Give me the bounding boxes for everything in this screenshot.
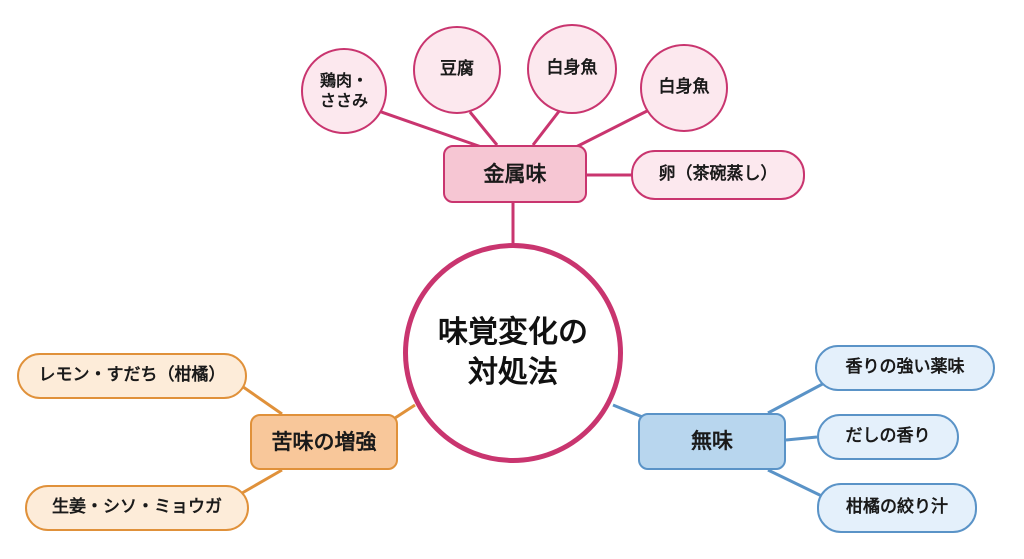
metallic-item-chicken: 鶏肉・ ささみ xyxy=(301,48,387,134)
tasteless-item-herbs: 香りの強い薬味 xyxy=(815,345,995,391)
center-node: 味覚変化の 対処法 xyxy=(403,243,623,463)
metallic-item-egg: 卵（茶碗蒸し） xyxy=(631,150,805,200)
metallic-item-tofu: 豆腐 xyxy=(413,26,501,114)
branch-bitter: 苦味の増強 xyxy=(250,414,398,470)
tasteless-item-citrus-juice: 柑橘の絞り汁 xyxy=(817,483,977,533)
tasteless-item-dashi: だしの香り xyxy=(817,414,959,460)
edge-center-bitter xyxy=(394,403,416,420)
edge-metallic-fish1 xyxy=(531,109,562,146)
edge-tasteless-dashi xyxy=(785,435,818,442)
edge-metallic-fish2 xyxy=(569,106,654,152)
metallic-item-white-fish-1: 白身魚 xyxy=(527,24,617,114)
bitter-item-citrus: レモン・すだち（柑橘） xyxy=(17,353,247,399)
branch-tasteless: 無味 xyxy=(638,413,786,470)
bitter-item-ginger: 生姜・シソ・ミョウガ xyxy=(25,485,249,531)
edge-metallic-tofu xyxy=(468,111,499,146)
edge-metallic-chicken xyxy=(369,106,491,152)
metallic-item-white-fish-2: 白身魚 xyxy=(640,44,728,132)
branch-metallic: 金属味 xyxy=(443,145,587,203)
edge-tasteless-herbs xyxy=(767,378,831,415)
